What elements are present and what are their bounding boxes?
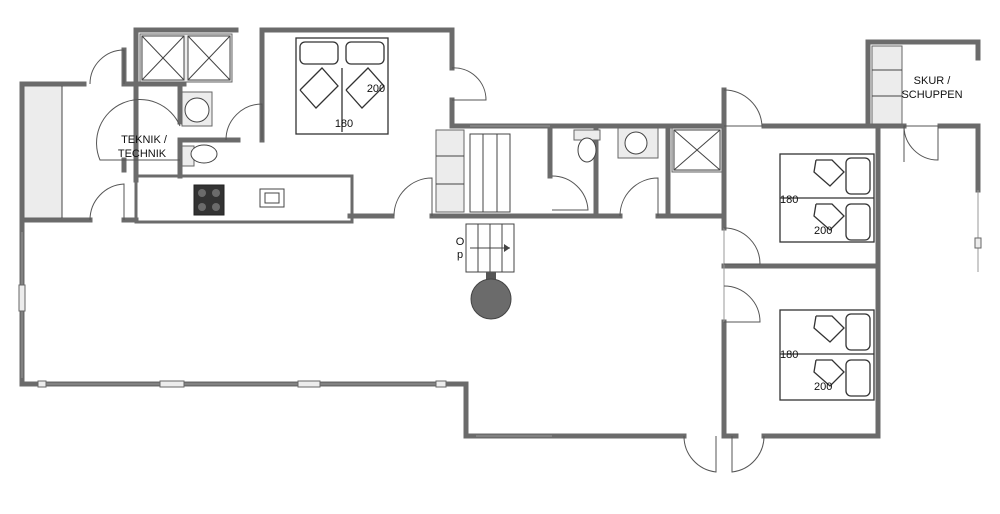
stove-icon: [193, 184, 225, 216]
skur-label-line1: SKUR /: [914, 75, 952, 87]
upper-bed-width: 180: [780, 194, 798, 206]
upper-bed-length: 200: [814, 225, 832, 237]
lower-bed-width: 180: [780, 349, 798, 361]
technik-label-line1: TEKNIK /: [121, 134, 168, 146]
stairs-up-label-2: p: [457, 249, 463, 261]
windows: [18, 125, 982, 437]
master-bed-length: 200: [367, 83, 385, 95]
lower-bed-length: 200: [814, 381, 832, 393]
wood-stove-icon: [470, 278, 512, 320]
technik-label-line2: TECHNIK: [118, 148, 167, 160]
master-bed-width: 180: [335, 118, 353, 130]
skur-label-line2: SCHUPPEN: [901, 89, 962, 101]
beds: [295, 37, 875, 401]
fixtures: [23, 33, 903, 320]
doors: [89, 49, 939, 473]
stairs-up-label-1: O: [456, 236, 465, 248]
labels: TEKNIK / TECHNIK SKUR / SCHUPPEN 180 200…: [118, 75, 963, 393]
